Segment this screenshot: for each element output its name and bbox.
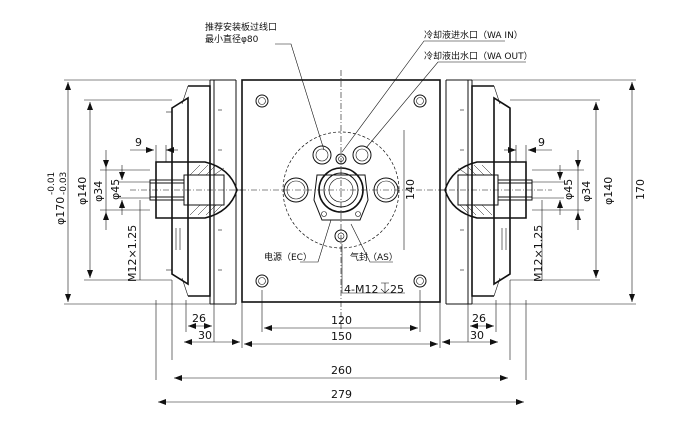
depth-symbol — [380, 282, 390, 294]
mount-hole-note-line2: 最小直径φ80 — [205, 33, 259, 45]
center-plate — [236, 79, 446, 303]
power-note: 电源（EC） — [264, 251, 312, 263]
centerlines — [130, 70, 552, 330]
dim-d45-right: φ45 — [562, 179, 575, 200]
dim-tol-lower: -0.03 — [59, 172, 69, 195]
dim-d140-left: φ140 — [76, 177, 89, 205]
notes: 推荐安装板过线口 最小直径φ80 冷却液进水口（WA IN） 冷却液出水口（WA… — [205, 21, 533, 296]
right-vertical-dims — [472, 79, 636, 305]
coolant-in-note: 冷却液进水口（WA IN） — [424, 29, 523, 41]
dim-30-left: 30 — [198, 329, 212, 342]
dim-279: 279 — [331, 388, 352, 401]
left-housing — [149, 79, 238, 305]
mount-hole-note-line1: 推荐安装板过线口 — [205, 21, 277, 33]
dim-m12-right: M12×1.25 — [532, 225, 545, 282]
dim-9-right: 9 — [538, 136, 545, 149]
tapped-holes-note: 4-M12 — [344, 283, 378, 296]
dim-26-left: 26 — [192, 312, 206, 325]
leaders — [275, 40, 526, 294]
dimension-texts: φ170 -0.01 -0.03 φ140 φ34 φ45 M12×1.25 9… — [47, 136, 647, 401]
dim-d140-right: φ140 — [602, 177, 615, 205]
dim-d34-right: φ34 — [580, 181, 593, 202]
dim-d34-left: φ34 — [92, 181, 105, 202]
right-housing — [444, 79, 533, 305]
dim-140-center: 140 — [404, 179, 417, 200]
air-seal-note: 气封（AS） — [350, 251, 398, 263]
coolant-out-note: 冷却液出水口（WA OUT） — [424, 50, 533, 62]
dim-150: 150 — [331, 330, 352, 343]
dim-d45-left: φ45 — [109, 179, 122, 200]
dim-26-right: 26 — [472, 312, 486, 325]
dim-120: 120 — [331, 314, 352, 327]
tapped-depth-value: 25 — [390, 283, 404, 296]
dim-30-right: 30 — [470, 329, 484, 342]
dim-9-left: 9 — [135, 136, 142, 149]
dim-tol-upper: -0.01 — [47, 172, 57, 195]
dim-170-right: 170 — [634, 179, 647, 200]
horizontal-dims — [155, 280, 527, 405]
dim-m12-left: M12×1.25 — [126, 225, 139, 282]
dim-260: 260 — [331, 364, 352, 377]
dim-d170-left: φ170 — [54, 197, 67, 225]
corner-holes — [255, 94, 427, 288]
left-vertical-dims — [64, 79, 210, 305]
